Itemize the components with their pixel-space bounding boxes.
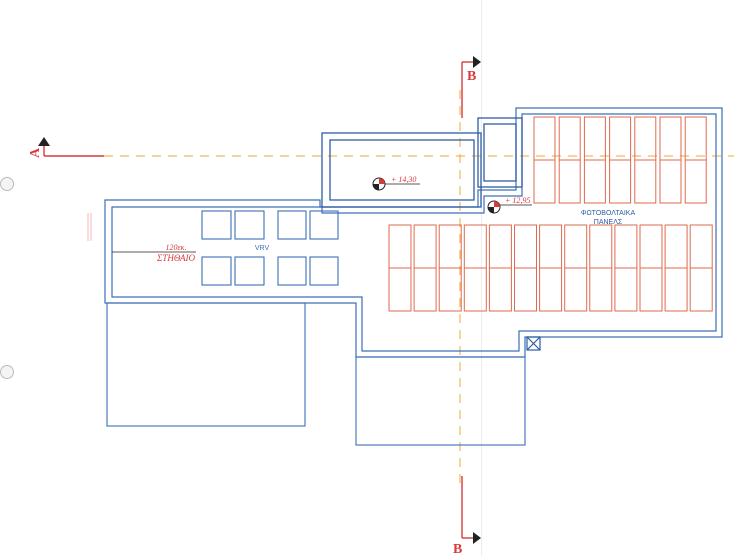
lower-blocks bbox=[106, 302, 526, 446]
stair-core-outer bbox=[477, 117, 523, 188]
faint-annotation bbox=[87, 213, 92, 241]
inner-wall-line bbox=[111, 113, 717, 352]
vrv-unit bbox=[201, 256, 232, 286]
section-marker-b-bottom bbox=[461, 476, 481, 544]
pv-panel bbox=[388, 224, 412, 269]
pv-panel bbox=[689, 224, 713, 269]
pv-panel bbox=[583, 159, 606, 204]
pv-panel bbox=[639, 224, 663, 269]
stair-core-inner bbox=[483, 123, 517, 182]
pv-panel bbox=[514, 267, 537, 312]
section-label-b-bottom: B bbox=[453, 542, 462, 556]
pv-panel bbox=[564, 267, 588, 312]
pv-panel bbox=[589, 267, 613, 312]
pv-panel bbox=[463, 224, 487, 269]
pv-panel bbox=[589, 224, 613, 269]
pv-panel bbox=[438, 267, 462, 312]
pv-panel bbox=[388, 267, 412, 312]
pv-panel bbox=[564, 224, 588, 269]
outer-wall-line bbox=[104, 107, 723, 358]
vrv-unit bbox=[234, 210, 265, 240]
pv-panel bbox=[533, 159, 556, 204]
pv-panel bbox=[634, 116, 657, 161]
elevation-marker-icon bbox=[487, 200, 532, 214]
pv-panel bbox=[438, 224, 462, 269]
pv-panel bbox=[413, 267, 437, 312]
pv-panel bbox=[659, 116, 682, 161]
pv-panel bbox=[659, 159, 682, 204]
pv-label-line1: ΦΩΤΟΒΟΛΤΑΙΚΑ bbox=[581, 210, 636, 217]
vrv-unit bbox=[277, 210, 307, 240]
upper-slab-inner bbox=[329, 139, 475, 201]
section-marker-a bbox=[38, 137, 104, 157]
pv-panel bbox=[609, 159, 632, 204]
elevation-label-upper: + 14,30 bbox=[391, 175, 416, 184]
section-label-b-top: B bbox=[467, 69, 476, 84]
pv-panel bbox=[689, 267, 713, 312]
vrv-unit bbox=[309, 256, 339, 286]
pv-panel-array-upper bbox=[533, 116, 707, 204]
lower-block-left bbox=[106, 302, 306, 427]
pv-panel bbox=[614, 224, 638, 269]
pv-panel bbox=[488, 224, 512, 269]
building-outline bbox=[104, 107, 723, 358]
pv-panel bbox=[413, 224, 437, 269]
hatch-box-icon bbox=[526, 336, 541, 351]
pv-panel bbox=[539, 267, 563, 312]
elevation-marker-icon bbox=[372, 177, 420, 191]
pv-panel bbox=[614, 267, 638, 312]
pv-panel bbox=[463, 267, 487, 312]
parapet-height-label: 120εκ. bbox=[166, 243, 187, 252]
binder-hole-icon bbox=[0, 365, 14, 379]
vrv-units bbox=[201, 210, 339, 286]
vrv-label: VRV bbox=[255, 245, 270, 252]
pv-panel bbox=[664, 267, 688, 312]
vrv-unit bbox=[309, 210, 339, 240]
pv-panel bbox=[684, 159, 707, 204]
vrv-unit bbox=[277, 256, 307, 286]
axis-lines bbox=[104, 90, 734, 485]
elevation-label-lower: + 12,95 bbox=[505, 196, 530, 205]
pv-panel bbox=[583, 116, 606, 161]
pv-panel bbox=[539, 224, 563, 269]
vrv-unit bbox=[201, 210, 232, 240]
section-marker-b-top bbox=[461, 56, 481, 118]
pv-panel bbox=[664, 224, 688, 269]
pv-panel bbox=[533, 116, 556, 161]
pv-panel bbox=[634, 159, 657, 204]
parapet-label: ΣΤΗΘΑΙΟ bbox=[156, 253, 195, 263]
pv-panel bbox=[514, 224, 537, 269]
section-label-a: A bbox=[28, 147, 43, 158]
lower-block-right bbox=[355, 356, 526, 446]
pv-panel bbox=[684, 116, 707, 161]
pv-label-line2: ΠΑΝΕΛΣ bbox=[594, 219, 623, 226]
pv-panel bbox=[639, 267, 663, 312]
pv-panel bbox=[558, 159, 581, 204]
binder-hole-icon bbox=[0, 177, 14, 191]
upper-slab-outer bbox=[321, 132, 482, 208]
upper-slab bbox=[321, 117, 523, 208]
pv-panel bbox=[488, 267, 512, 312]
pv-panel-array-lower bbox=[388, 224, 713, 312]
pencil-guide-line bbox=[481, 0, 482, 556]
pv-panel bbox=[609, 116, 632, 161]
vrv-unit bbox=[234, 256, 265, 286]
pv-panel bbox=[558, 116, 581, 161]
